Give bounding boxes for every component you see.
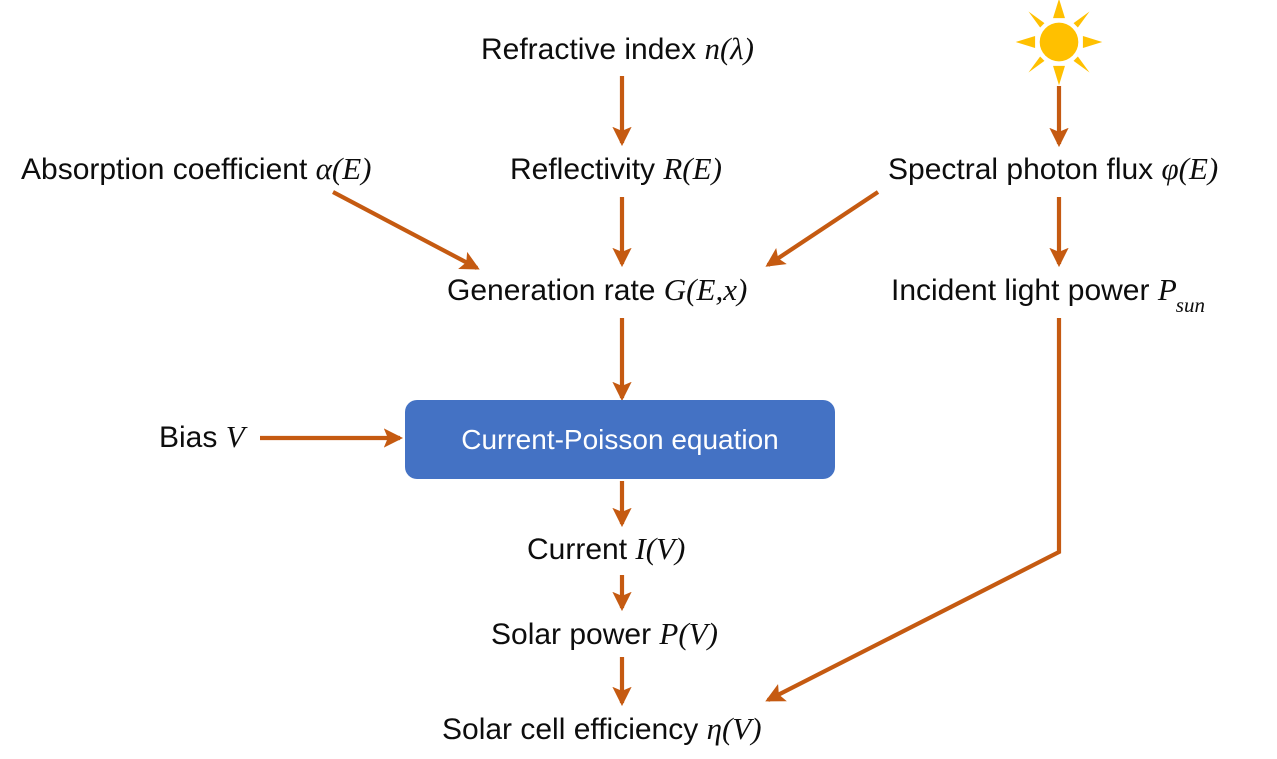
node-spectral-photon-flux: Spectral photon flux φ(E) [888, 151, 1218, 188]
node-generation-rate-symbol: G(E,x) [663, 272, 748, 307]
node-solar-power-symbol: P(V) [659, 616, 718, 651]
node-reflectivity-symbol: R(E) [663, 151, 722, 186]
node-incident-light-power-subscript: sun [1175, 293, 1205, 317]
node-bias-label: Bias [159, 421, 226, 454]
node-solar-cell-efficiency-symbol: η(V) [706, 711, 762, 746]
edge-absorption-coefficient-to-generation-rate [332, 190, 480, 270]
node-incident-light-power: Incident light power Psun [891, 272, 1206, 317]
node-current-symbol: I(V) [635, 531, 686, 566]
node-solar-cell-efficiency: Solar cell efficiency η(V) [442, 711, 762, 748]
node-refractive-index-symbol: n(λ) [704, 31, 755, 66]
node-solar-power: Solar power P(V) [491, 616, 718, 653]
sun-icon-graphic [1015, 0, 1103, 86]
node-incident-light-power-label: Incident light power [891, 274, 1158, 307]
node-generation-rate-label: Generation rate [447, 274, 664, 307]
node-refractive-index: Refractive index n(λ) [481, 31, 754, 68]
node-reflectivity: Reflectivity R(E) [510, 151, 722, 188]
node-absorption-coefficient-label: Absorption coefficient [21, 153, 316, 186]
node-solar-cell-efficiency-label: Solar cell efficiency [442, 713, 707, 746]
node-absorption-coefficient: Absorption coefficient α(E) [21, 151, 371, 188]
node-current-poisson-equation-label: Current-Poisson equation [461, 423, 779, 455]
node-refractive-index-label: Refractive index [481, 33, 705, 66]
node-current: Current I(V) [527, 531, 685, 568]
node-bias: Bias V [159, 419, 245, 456]
node-reflectivity-label: Reflectivity [510, 153, 664, 186]
node-absorption-coefficient-symbol: α(E) [315, 151, 372, 186]
node-current-poisson-equation[interactable]: Current-Poisson equation [405, 400, 835, 479]
edge-incident-light-power-to-solar-cell-efficiency [765, 318, 1062, 702]
node-spectral-photon-flux-label: Spectral photon flux [888, 153, 1162, 186]
sun-icon [1013, 0, 1105, 88]
node-generation-rate: Generation rate G(E,x) [447, 272, 747, 309]
node-incident-light-power-symbol: P [1157, 272, 1177, 307]
node-solar-power-label: Solar power [491, 618, 660, 651]
edge-spectral-photon-flux-to-generation-rate [765, 190, 880, 267]
node-spectral-photon-flux-symbol: φ(E) [1161, 151, 1219, 186]
node-current-label: Current [527, 533, 636, 566]
node-bias-symbol: V [225, 419, 245, 454]
